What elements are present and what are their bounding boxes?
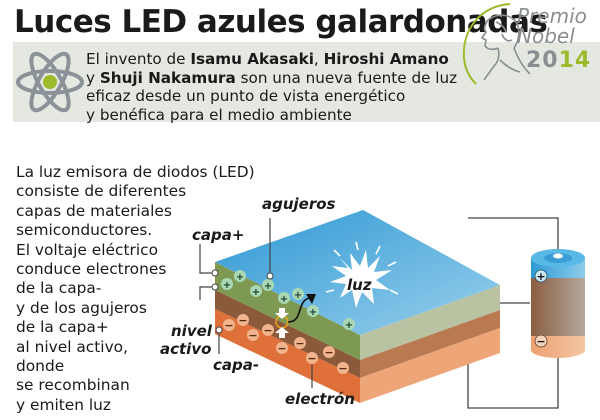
label-electron: electrón [285, 390, 355, 408]
svg-text:+: + [252, 287, 260, 298]
summary-text-part: eficaz desde un punto de vista energétic… [86, 87, 406, 105]
badge-line1: Premio [517, 4, 587, 28]
hole-down-arrow [275, 308, 289, 319]
summary-text: El invento de Isamu Akasaki, Hiroshi Ama… [86, 50, 457, 124]
svg-text:+: + [264, 281, 272, 292]
svg-text:−: − [295, 337, 304, 350]
badge-line2: Nobel [517, 24, 575, 48]
nobel-badge: Premio Nobel [517, 6, 587, 46]
svg-text:−: − [224, 319, 233, 332]
label-nivel: nivel [171, 322, 212, 340]
svg-text:+: + [294, 290, 302, 301]
electrons: − − − − − − − − − [223, 314, 349, 375]
holes: + + + + + + + + [221, 270, 355, 331]
svg-text:−: − [263, 324, 272, 337]
svg-text:+: + [280, 294, 288, 305]
electron-up-arrow [275, 327, 289, 338]
year-prefix: 20 [526, 48, 559, 73]
svg-text:−: − [248, 329, 257, 342]
summary-text-part: El invento de [86, 50, 191, 68]
green-layer-side [360, 285, 500, 360]
page-title: Luces LED azules galardonadas [14, 4, 548, 40]
badge-year: 2014 [526, 48, 591, 73]
battery-icon [531, 249, 585, 358]
battery-plus: + [536, 270, 545, 283]
svg-text:+: + [309, 307, 317, 318]
label-agujeros: agujeros [262, 195, 336, 213]
svg-text:+: + [223, 280, 231, 291]
photon-arrow [287, 297, 311, 323]
led-description: La luz emisora de diodos (LED) consiste … [16, 163, 255, 414]
summary-banner [13, 42, 600, 122]
svg-text:−: − [338, 362, 347, 375]
label-luz: luz [347, 276, 372, 294]
svg-text:−: − [238, 314, 247, 327]
svg-text:−: − [307, 352, 316, 365]
svg-text:+: + [236, 272, 244, 283]
label-activo: activo [160, 340, 212, 358]
laureate-name: Isamu Akasaki [190, 50, 314, 68]
battery-minus: − [536, 335, 545, 348]
brown-layer-side [360, 310, 500, 378]
summary-text-part: son una nueva fuente de luz [235, 68, 458, 87]
brown-layer-front [215, 290, 360, 378]
summary-text-part: y benéfica para el medio ambiente [86, 105, 352, 124]
label-capa-minus: capa- [213, 356, 260, 374]
year-suffix: 14 [558, 48, 592, 73]
svg-text:+: + [345, 320, 353, 331]
light-burst-icon [325, 241, 399, 308]
atom-icon [16, 51, 84, 113]
laureate-name: Shuji Nakamura [99, 68, 236, 87]
summary-text-part: y [86, 68, 100, 87]
label-capa-plus: capa+ [192, 226, 245, 244]
svg-text:−: − [277, 342, 286, 355]
green-layer-front [215, 262, 360, 360]
orange-layer-side [360, 328, 500, 403]
laureate-name: Hiroshi Amano [323, 50, 449, 68]
summary-text-part: , [313, 50, 324, 68]
nobel-portrait-icon [462, 3, 531, 85]
svg-text:−: − [324, 346, 333, 359]
